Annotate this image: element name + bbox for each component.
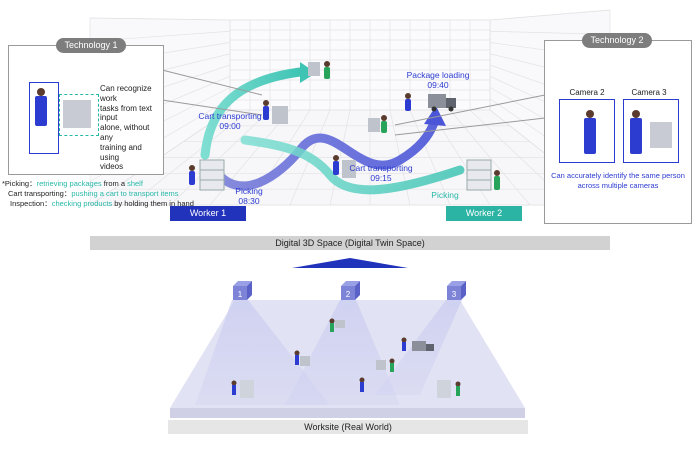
- tech2-tab: Technology 2: [582, 33, 652, 48]
- tech1-tab: Technology 1: [56, 38, 126, 53]
- camera-1-cone: [195, 300, 330, 405]
- worksite-worker-top: [329, 318, 345, 332]
- camera-2-number: 2: [346, 290, 351, 299]
- digital-space-label: Digital 3D Space (Digital Twin Space): [275, 238, 425, 248]
- worker-figure-cart-0915: [333, 155, 356, 178]
- tech2-callout: Camera 2 Camera 3 Can accurately identif…: [544, 40, 692, 224]
- tech1-description: Can recognize work tasks from text input…: [100, 84, 153, 172]
- worksite-shelf-right: [437, 380, 451, 398]
- camera-1-number: 1: [238, 290, 243, 299]
- tech1-callout: Can recognize work tasks from text input…: [8, 45, 164, 175]
- callout-line-tech1: [161, 69, 263, 96]
- teal-path-ribbon: [200, 67, 305, 160]
- worksite-worker-truck: [401, 337, 407, 351]
- camera-a-frame: [559, 99, 615, 163]
- legend-inspection: Inspection：checking products by holding …: [10, 199, 194, 208]
- tech2-description: Can accurately identify the same person …: [551, 171, 685, 190]
- camera-3-number: 3: [452, 290, 457, 299]
- worksite-shelf-left: [240, 380, 254, 398]
- legend-cart-transporting: Cart transporting：pushing a cart to tran…: [8, 189, 179, 198]
- grid-line: [489, 9, 611, 21]
- worksite-worker-right: [455, 381, 461, 396]
- worker-2-tag: Worker 2: [446, 206, 522, 221]
- camera-3-icon: [447, 281, 466, 300]
- worksite-truck: [412, 341, 434, 351]
- tech1-illustration: [29, 82, 101, 154]
- worksite-bar: [168, 420, 528, 434]
- camera-b-label: Camera 3: [631, 88, 667, 97]
- worksite-worker-left: [231, 380, 237, 395]
- callout-line-tech2b: [394, 117, 546, 136]
- camera-1-icon: [233, 281, 252, 300]
- shelf-right: [466, 159, 492, 191]
- label-picking-right: Picking: [431, 190, 459, 200]
- truck-icon: [428, 94, 456, 112]
- camera-2-icon: [341, 281, 360, 300]
- digital-space-bar: [90, 236, 610, 250]
- worker-figure-loading: [405, 93, 411, 111]
- worksite-floor-edge: [170, 408, 525, 418]
- worker-figure-picking-right: [494, 170, 500, 190]
- worker-figure-picking-left: [189, 165, 195, 185]
- callout-line-tech1b: [161, 99, 263, 116]
- worksite-worker-center: [359, 377, 365, 392]
- camera-b-frame: [623, 99, 679, 163]
- legend-picking: *Picking：retrieving packages from a shel…: [2, 179, 143, 188]
- grid-line: [89, 17, 231, 21]
- callout-line-tech2: [394, 94, 546, 126]
- blue-arrowhead: [424, 106, 446, 126]
- worksite-worker-cart: [294, 350, 310, 366]
- worker-1-tag: Worker 1: [170, 206, 246, 221]
- worksite-worker-mid: [376, 358, 395, 372]
- camera-2-cone: [285, 300, 400, 405]
- up-arrow: [292, 258, 408, 268]
- worksite-label: Worksite (Real World): [304, 422, 392, 432]
- shelf-left: [199, 159, 225, 191]
- worker-figure-cart-0900: [263, 100, 288, 124]
- teal-path-ribbon-2: [240, 135, 465, 195]
- worker-figure-top: [308, 61, 330, 79]
- camera-a-label: Camera 2: [569, 88, 605, 97]
- blue-path-ribbon: [210, 115, 440, 191]
- worker-figure-center: [368, 115, 387, 133]
- legend: *Picking：retrieving packages from a shel…: [0, 178, 200, 214]
